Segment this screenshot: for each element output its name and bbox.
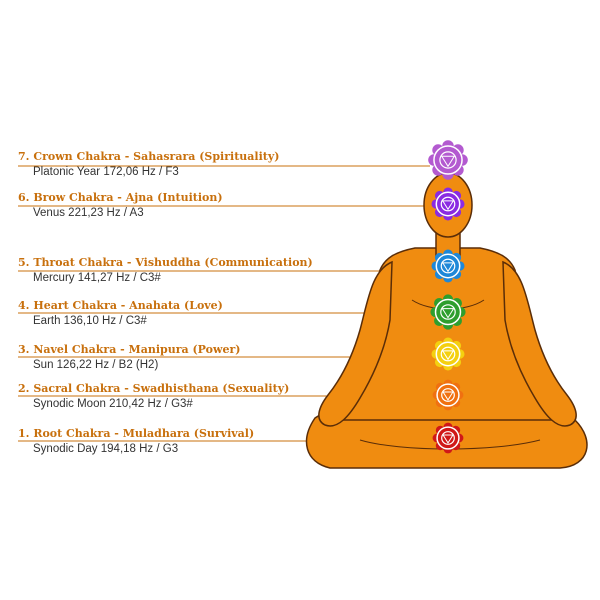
chakra-detail: Platonic Year 172,06 Hz / F3 (33, 166, 179, 178)
chakra-title: 6. Brow Chakra - Ajna (Intuition) (18, 191, 223, 204)
root-chakra-icon (432, 422, 464, 454)
crown-chakra-om-icon (428, 140, 468, 180)
chakra-entry-crown: 7. Crown Chakra - Sahasrara (Spiritualit… (18, 150, 279, 178)
chakra-inner-ring (441, 388, 455, 402)
chakra-entry-sacral: 2. Sacral Chakra - Swadhisthana (Sexuali… (18, 382, 289, 410)
chakra-inner-ring (441, 431, 455, 445)
chakra-disc (433, 145, 463, 175)
chakra-detail: Venus 221,23 Hz / A3 (33, 207, 144, 219)
chakra-title: 3. Navel Chakra - Manipura (Power) (18, 343, 241, 356)
chakra-inner-ring (440, 346, 456, 362)
chakra-title: 1. Root Chakra - Muladhara (Survival) (18, 427, 255, 440)
chakra-detail: Synodic Day 194,18 Hz / G3 (33, 443, 179, 455)
chakra-detail: Mercury 141,27 Hz / C3# (33, 272, 161, 284)
chakra-disc (435, 341, 461, 367)
chakra-glyph (440, 155, 456, 168)
chakra-disc (436, 426, 460, 450)
chakra-detail: Synodic Moon 210,42 Hz / G3# (33, 398, 193, 410)
chakra-glyph (441, 308, 455, 319)
chakra-inner-ring (440, 304, 456, 320)
chakra-disc (436, 383, 460, 407)
chakra-detail: Earth 136,10 Hz / C3# (33, 315, 147, 327)
connector-lines (18, 165, 434, 442)
chakra-title: 7. Crown Chakra - Sahasrara (Spiritualit… (18, 150, 280, 163)
chakra-inner-ring (439, 151, 457, 169)
navel-chakra-icon (431, 337, 465, 371)
chakra-entry-brow: 6. Brow Chakra - Ajna (Intuition) Venus … (18, 191, 223, 219)
chakra-glyph (442, 391, 454, 401)
chakra-title: 4. Heart Chakra - Anahata (Love) (18, 299, 223, 312)
sacral-chakra-icon (432, 379, 464, 411)
throat-chakra-icon (431, 249, 465, 283)
chakra-disc (434, 298, 462, 326)
chakra-entry-heart: 4. Heart Chakra - Anahata (Love) Earth 1… (18, 299, 223, 327)
chakra-disc (435, 191, 461, 217)
chakra-symbols (428, 140, 468, 454)
chakra-inner-ring (440, 258, 456, 274)
chakra-title: 5. Throat Chakra - Vishuddha (Communicat… (18, 256, 313, 269)
chakra-title: 2. Sacral Chakra - Swadhisthana (Sexuali… (18, 382, 290, 395)
chakra-entry-root: 1. Root Chakra - Muladhara (Survival) Sy… (18, 427, 254, 455)
chakra-glyph (441, 200, 455, 211)
left-arm (318, 260, 393, 427)
right-arm (502, 260, 577, 427)
meditating-body (305, 172, 588, 469)
chakra-entry-navel: 3. Navel Chakra - Manipura (Power) Sun 1… (18, 343, 240, 371)
chakra-glyph (441, 350, 455, 361)
brow-chakra-icon (431, 187, 465, 221)
chakra-detail: Sun 126,22 Hz / B2 (H2) (33, 359, 159, 371)
chakra-entry-throat: 5. Throat Chakra - Vishuddha (Communicat… (18, 256, 313, 284)
heart-chakra-icon (430, 294, 466, 330)
chakra-inner-ring (440, 196, 456, 212)
chakra-glyph (442, 434, 454, 444)
chakra-disc (435, 253, 461, 279)
chakra-glyph (441, 262, 455, 273)
